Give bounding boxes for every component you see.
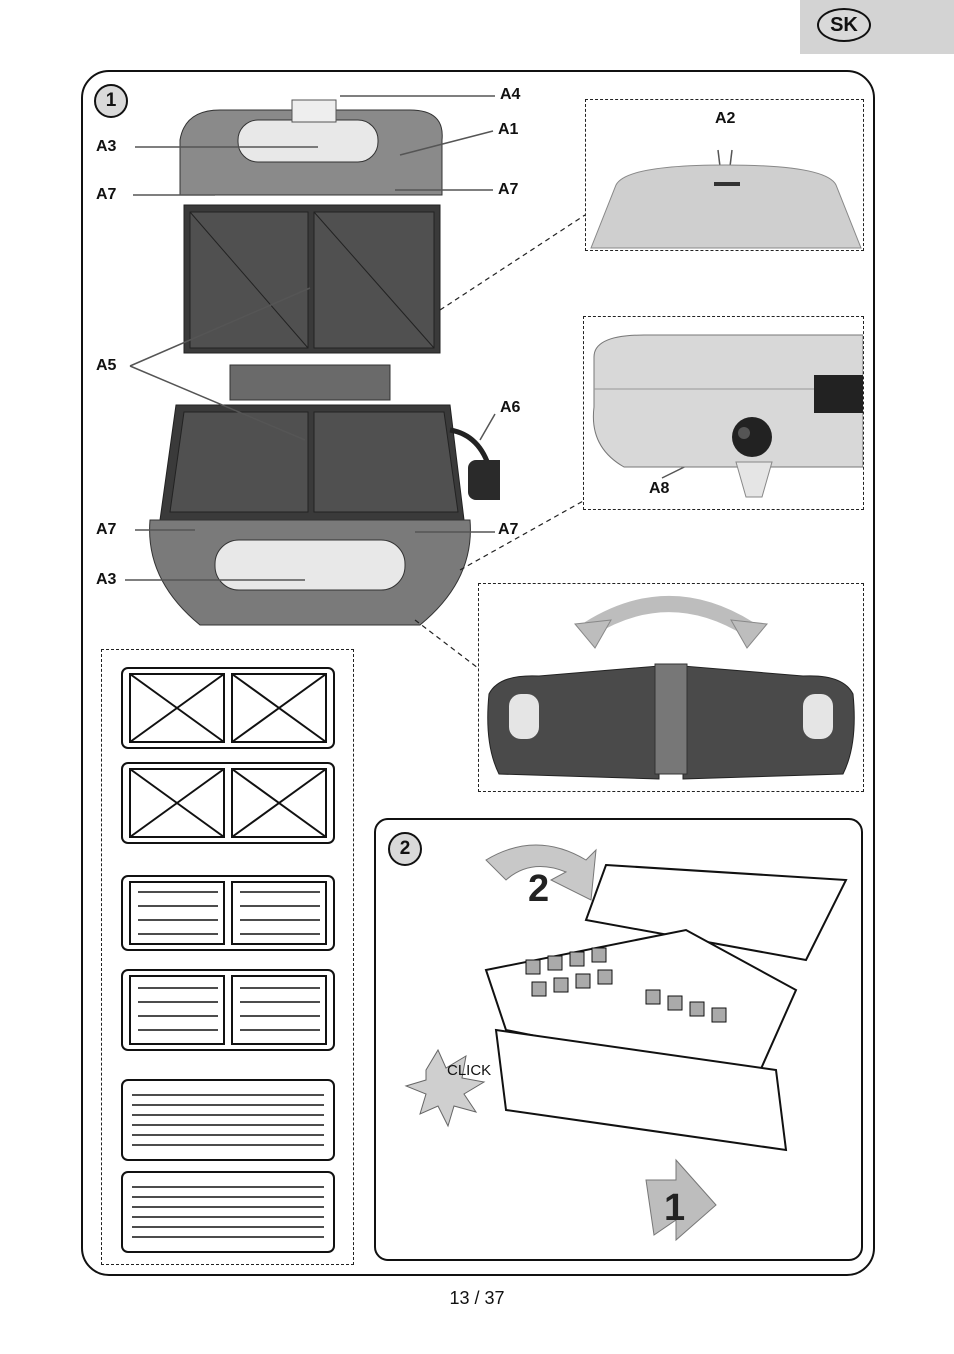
click-label: CLICK — [447, 1062, 492, 1079]
arrow-step-1-label: 1 — [664, 1187, 686, 1229]
figure-frame — [81, 70, 875, 1276]
plate-sets-box — [101, 649, 354, 1265]
label-a7-top-left: A7 — [96, 186, 117, 203]
label-a3-bottom: A3 — [96, 571, 117, 588]
figure-1-number: 1 — [94, 84, 128, 118]
device-base — [494, 1028, 788, 1152]
arrow-2-shape — [485, 844, 597, 901]
side-view — [592, 334, 863, 498]
detail-box-open-flat — [478, 583, 864, 792]
label-a5: A5 — [96, 357, 117, 374]
figure-2-number: 2 — [388, 832, 422, 866]
waffle-plate-in-hand — [484, 928, 798, 1082]
label-a7-top-right: A7 — [498, 181, 519, 198]
sandwich-maker-illustration — [149, 99, 500, 626]
label-a4: A4 — [500, 86, 521, 103]
click-burst — [404, 1048, 486, 1128]
lock-latch — [291, 99, 337, 123]
open-flat-illustration — [487, 596, 855, 780]
detail-box-a8 — [583, 316, 864, 510]
lid-top-view — [590, 164, 862, 249]
figure-2-box — [374, 818, 863, 1261]
page-number: 13 / 37 — [449, 1288, 505, 1308]
arrow-1-shape — [645, 1158, 717, 1242]
grill-plate-2 — [121, 1171, 335, 1253]
label-a3-top: A3 — [96, 138, 117, 155]
label-a6: A6 — [500, 399, 521, 416]
label-a7-bottom-right: A7 — [498, 521, 519, 538]
lower-handle — [214, 539, 406, 591]
detail-box-a2 — [585, 99, 864, 251]
language-badge: SK — [817, 8, 871, 42]
power-plug — [468, 460, 500, 500]
label-a1: A1 — [498, 121, 519, 138]
hinge — [229, 364, 391, 401]
open-lid — [584, 863, 848, 962]
plate-sets-illustration — [121, 667, 335, 1253]
arrow-step-2-label: 2 — [528, 868, 550, 910]
grill-plate-1 — [121, 1079, 335, 1161]
plate-insertion-illustration — [404, 844, 848, 1242]
label-a8: A8 — [649, 480, 670, 497]
label-a7-bottom-left: A7 — [96, 521, 117, 538]
label-a2: A2 — [715, 110, 736, 127]
